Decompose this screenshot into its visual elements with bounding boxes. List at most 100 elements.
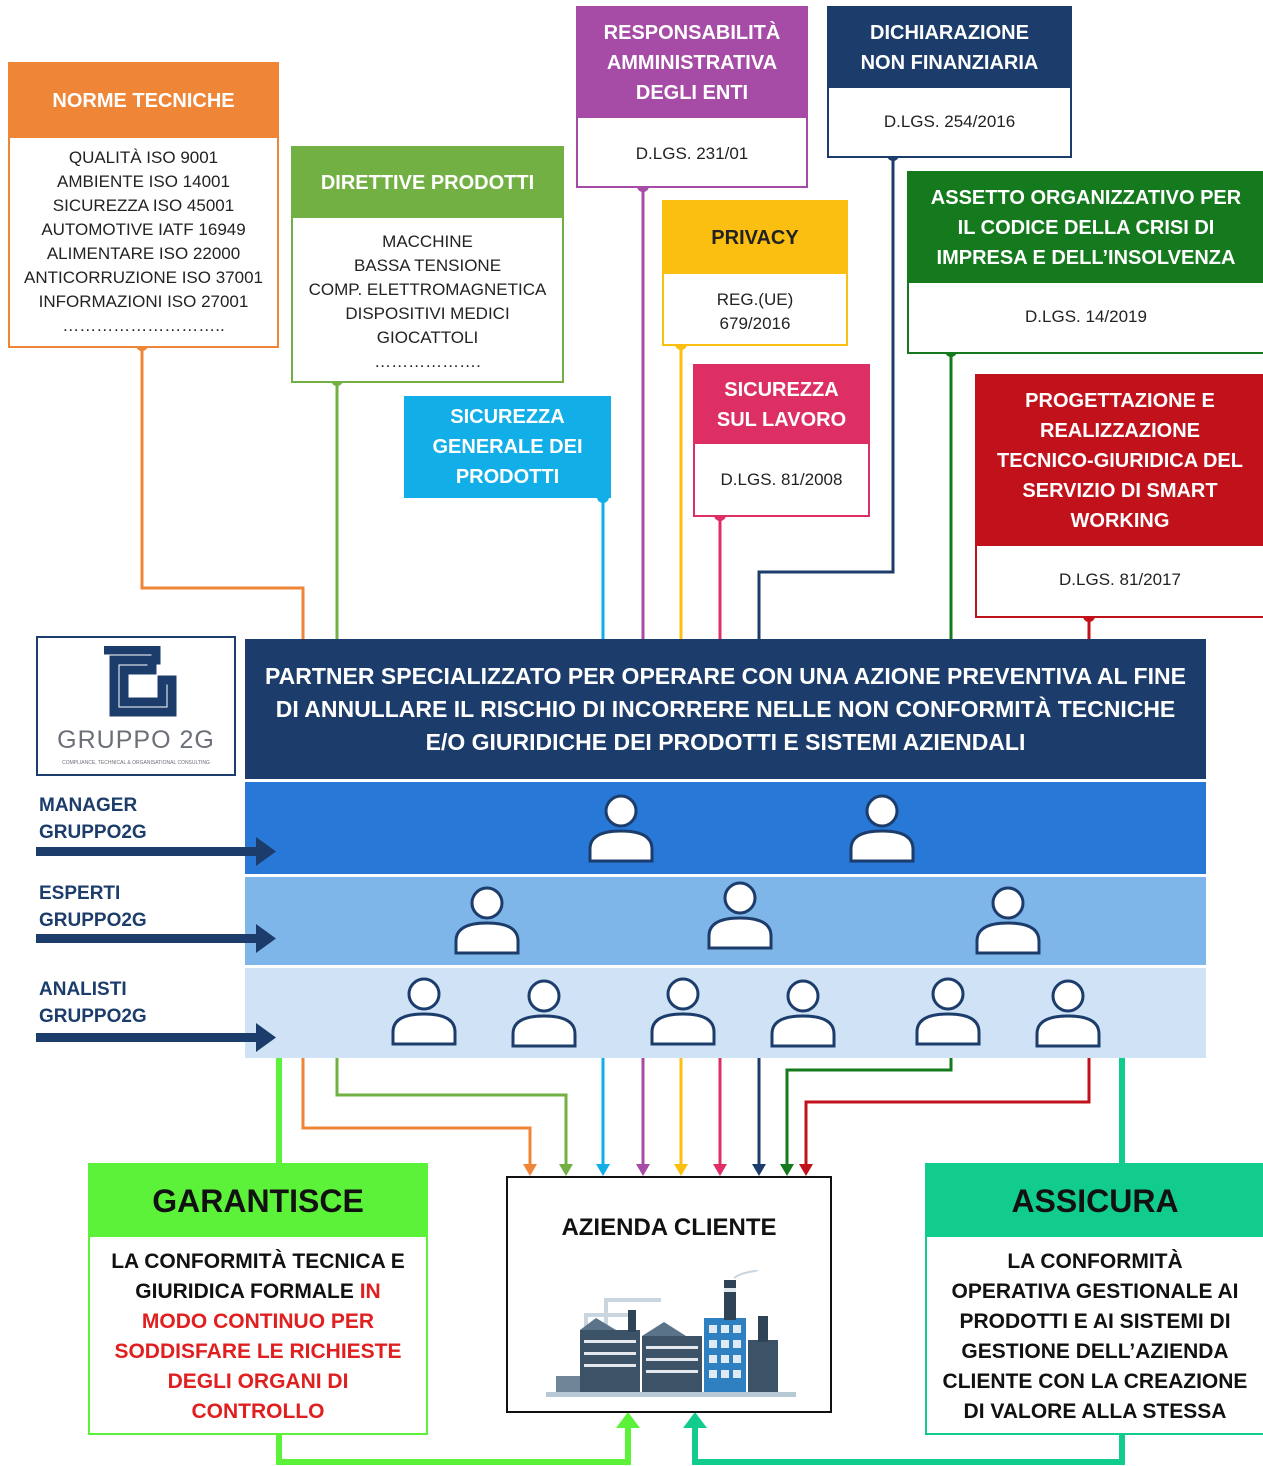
role-line: GRUPPO2G <box>39 822 147 843</box>
title-line: SUL LAVORO <box>716 409 847 431</box>
smart-working-box: PROGETTAZIONE E REALIZZAZIONE TECNICO-GI… <box>975 374 1263 618</box>
privacy-box: PRIVACY REG.(UE) 679/2016 <box>662 200 848 346</box>
role-line: ESPERTI <box>39 883 121 904</box>
assetto-title: ASSETTO ORGANIZZATIVO PER IL CODICE DELL… <box>909 173 1263 283</box>
assicura-box: ASSICURA LA CONFORMITÀ OPERATIVA GESTION… <box>925 1163 1263 1435</box>
norme-item: AMBIENTE ISO 14001 <box>57 172 230 191</box>
role-label-manager: MANAGER GRUPPO2G <box>39 792 147 846</box>
gruppo2g-logo-tagline: COMPLIANCE, TECHNICAL & ORGANISATIONAL C… <box>62 760 210 766</box>
dichiarazione-title: DICHIARAZIONE NON FINANZIARIA <box>829 8 1070 88</box>
title-line: DICHIARAZIONE <box>870 22 1029 44</box>
direttive-item: ………………. <box>374 352 481 371</box>
role-arrow-esperti <box>36 924 276 953</box>
sicurezza-prodotti-box: SICUREZZA GENERALE DEI PRODOTTI <box>404 396 611 498</box>
responsabilita-box: RESPONSABILITÀ AMMINISTRATIVA DEGLI ENTI… <box>576 6 808 188</box>
title-line: ASSETTO ORGANIZZATIVO PER <box>930 187 1242 209</box>
title-line: REALIZZAZIONE <box>1040 420 1200 442</box>
norme-item: INFORMAZIONI ISO 27001 <box>38 292 249 311</box>
norme-item: AUTOMOTIVE IATF 16949 <box>41 220 246 239</box>
title-line: GENERALE DEI <box>432 436 583 458</box>
assetto-ref: D.LGS. 14/2019 <box>1025 307 1147 326</box>
title-line: DEGLI ENTI <box>635 82 749 104</box>
text-fragment-red: IN <box>359 1280 381 1303</box>
garantisce-text: LA CONFORMITÀ TECNICA E GIURIDICA FORMAL… <box>90 1237 426 1427</box>
role-label-analisti: ANALISTI GRUPPO2G <box>39 976 147 1030</box>
norme-tecniche-box: NORME TECNICHE QUALITÀ ISO 9001 AMBIENTE… <box>8 62 279 348</box>
banner-line: DI ANNULLARE IL RISCHIO DI INCORRERE NEL… <box>275 695 1176 722</box>
dichiarazione-ref: D.LGS. 254/2016 <box>883 112 1016 131</box>
text-line-red: CONTROLLO <box>191 1400 325 1423</box>
direttive-item: MACCHINE <box>382 232 473 251</box>
person-icon <box>770 979 836 1048</box>
text-line: OPERATIVA GESTIONALE AI <box>951 1280 1239 1303</box>
text-line: LA CONFORMITÀ TECNICA E <box>111 1250 405 1273</box>
ref-line: 679/2016 <box>719 314 791 333</box>
text-line: GESTIONE DELL’AZIENDA <box>961 1340 1229 1363</box>
assicura-title: ASSICURA <box>927 1165 1263 1237</box>
norme-item: QUALITÀ ISO 9001 <box>68 148 219 167</box>
person-icon <box>975 886 1041 955</box>
title-line: IL CODICE DELLA CRISI DI <box>957 217 1215 239</box>
title-line: TECNICO-GIURIDICA DEL <box>997 450 1243 472</box>
role-line: GRUPPO2G <box>39 1006 147 1027</box>
norme-item: ALIMENTARE ISO 22000 <box>46 244 241 263</box>
sicurezza-lavoro-title: SICUREZZA SUL LAVORO <box>695 366 868 444</box>
title-line: PRODOTTI <box>455 466 560 488</box>
partner-banner: PARTNER SPECIALIZZATO PER OPERARE CON UN… <box>245 639 1206 779</box>
direttive-prodotti-list: MACCHINE BASSA TENSIONE COMP. ELETTROMAG… <box>293 218 562 374</box>
role-label-esperti: ESPERTI GRUPPO2G <box>39 880 147 934</box>
direttive-item: DISPOSITIVI MEDICI <box>345 304 510 323</box>
text-line: LA CONFORMITÀ <box>1007 1250 1183 1273</box>
direttive-item: COMP. ELETTROMAGNETICA <box>308 280 547 299</box>
direttive-item: GIOCATTOLI <box>376 328 479 347</box>
assetto-box: ASSETTO ORGANIZZATIVO PER IL CODICE DELL… <box>907 171 1263 354</box>
smart-working-title: PROGETTAZIONE E REALIZZAZIONE TECNICO-GI… <box>977 376 1263 546</box>
azienda-cliente-box: AZIENDA CLIENTE <box>506 1176 832 1413</box>
person-icon <box>849 794 915 863</box>
norme-tecniche-title: NORME TECNICHE <box>10 64 277 138</box>
text-line: CLIENTE CON LA CREAZIONE <box>942 1370 1248 1393</box>
dichiarazione-box: DICHIARAZIONE NON FINANZIARIA D.LGS. 254… <box>827 6 1072 158</box>
text-line-red: SODDISFARE LE RICHIESTE <box>114 1340 402 1363</box>
norme-item: ANTICORRUZIONE ISO 37001 <box>23 268 263 287</box>
text-line-mixed: GIURIDICA FORMALE IN <box>90 1277 426 1307</box>
title-line: RESPONSABILITÀ <box>603 22 781 44</box>
role-arrow-analisti <box>36 1023 276 1052</box>
sicurezza-lavoro-box: SICUREZZA SUL LAVORO D.LGS. 81/2008 <box>693 364 870 517</box>
responsabilita-ref: D.LGS. 231/01 <box>635 144 749 163</box>
norme-tecniche-list: QUALITÀ ISO 9001 AMBIENTE ISO 14001 SICU… <box>10 138 277 338</box>
garantisce-box: GARANTISCE LA CONFORMITÀ TECNICA E GIURI… <box>88 1163 428 1435</box>
ref-line: REG.(UE) <box>716 290 794 309</box>
text-line-red: DEGLI ORGANI DI <box>167 1370 349 1393</box>
banner-line: PARTNER SPECIALIZZATO PER OPERARE CON UN… <box>265 662 1186 689</box>
title-line: SICUREZZA <box>450 406 565 428</box>
privacy-ref: REG.(UE) 679/2016 <box>664 274 846 336</box>
person-icon <box>915 977 981 1046</box>
person-icon <box>588 794 654 863</box>
norme-item: ……………………….. <box>62 316 225 335</box>
role-line: GRUPPO2G <box>39 910 147 931</box>
factory-icon <box>546 1270 796 1397</box>
role-line: MANAGER <box>39 795 138 816</box>
gruppo2g-logo-mark <box>104 646 177 717</box>
azienda-cliente-title: AZIENDA CLIENTE <box>561 1214 777 1241</box>
person-icon <box>511 979 577 1048</box>
smart-working-ref: D.LGS. 81/2017 <box>1059 570 1181 589</box>
role-arrow-manager <box>36 837 276 866</box>
sicurezza-prodotti-title: SICUREZZA GENERALE DEI PRODOTTI <box>404 396 611 498</box>
person-icon <box>1035 979 1101 1048</box>
title-line: PROGETTAZIONE E <box>1025 390 1215 412</box>
banner-line: E/O GIURIDICHE DEI PRODOTTI E SISTEMI AZ… <box>425 728 1026 755</box>
direttive-prodotti-box: DIRETTIVE PRODOTTI MACCHINE BASSA TENSIO… <box>291 146 564 383</box>
garantisce-title: GARANTISCE <box>90 1165 426 1237</box>
gruppo2g-logo-name: GRUPPO 2G <box>57 726 215 754</box>
direttive-prodotti-title: DIRETTIVE PRODOTTI <box>293 148 562 218</box>
person-icon <box>707 881 773 950</box>
text-line: DI VALORE ALLA STESSA <box>963 1400 1227 1423</box>
text-line: PRODOTTI E AI SISTEMI DI <box>959 1310 1231 1333</box>
responsabilita-title: RESPONSABILITÀ AMMINISTRATIVA DEGLI ENTI <box>578 8 806 118</box>
title-line: NON FINANZIARIA <box>860 52 1039 74</box>
norme-item: SICUREZZA ISO 45001 <box>52 196 235 215</box>
person-icon <box>650 977 716 1046</box>
title-line: SERVIZIO DI SMART <box>1022 480 1218 502</box>
